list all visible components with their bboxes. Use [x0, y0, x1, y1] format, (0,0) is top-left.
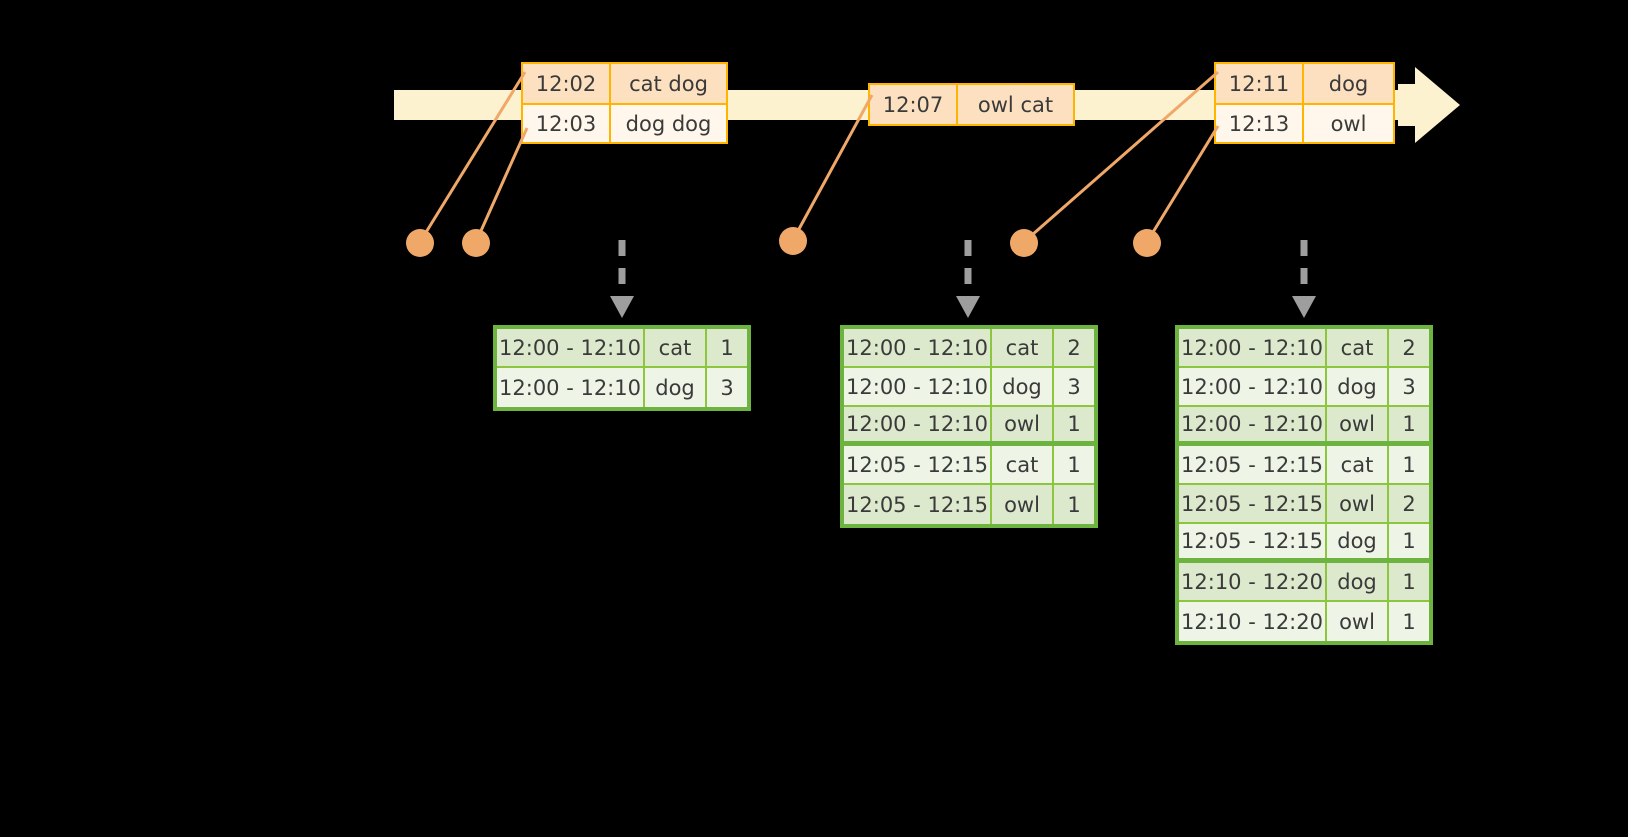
cell-count: 2 [1402, 335, 1416, 360]
cell-window: 12:00 - 12:10 [1179, 368, 1327, 405]
table-row: 12:00 - 12:10 cat 2 [1179, 329, 1429, 368]
connector-dot-1 [406, 229, 434, 257]
event-time: 12:13 [1216, 105, 1304, 142]
cell-window: 12:05 - 12:15 [1179, 524, 1327, 558]
event-time: 12:03 [523, 105, 611, 142]
table-row: 12:05 - 12:15 cat 1 [844, 446, 1094, 485]
cell-key: cat [1327, 446, 1389, 483]
cell-count: 1 [1402, 529, 1416, 553]
table-row: 12:05 - 12:15 owl 2 [1179, 485, 1429, 524]
table-row: 12:05 - 12:15 owl 1 [844, 485, 1094, 524]
dashed-arrow-head-icon-2 [956, 296, 980, 318]
event-time: 12:02 [523, 64, 611, 103]
cell-count: 2 [1402, 491, 1416, 516]
cell-count: 1 [1067, 492, 1081, 517]
cell-count: 1 [1402, 609, 1416, 634]
cell-key: cat [992, 329, 1054, 366]
cell-count: 1 [1067, 412, 1081, 436]
table-row: 12:00 - 12:10 dog 3 [1179, 368, 1429, 407]
cell-window: 12:10 - 12:20 [1179, 563, 1327, 600]
event-time: 12:07 [870, 85, 958, 124]
cell-window: 12:00 - 12:10 [497, 368, 645, 407]
timeline-arrow-head-icon [1415, 67, 1460, 143]
cell-key: owl [992, 407, 1054, 441]
event-box-3[interactable]: 12:11 dog 12:13 owl [1214, 62, 1395, 144]
event-box-2[interactable]: 12:07 owl cat [868, 83, 1075, 126]
cell-window: 12:00 - 12:10 [844, 407, 992, 441]
connector-line-2 [474, 127, 529, 243]
event-row: 12:07 owl cat [870, 85, 1073, 124]
cell-count: 3 [1402, 374, 1416, 399]
table-row: 12:10 - 12:20 owl 1 [1179, 602, 1429, 641]
event-value: dog dog [625, 111, 712, 136]
cell-key: dog [1327, 368, 1389, 405]
cell-window: 12:00 - 12:10 [497, 329, 645, 366]
cell-key: dog [992, 368, 1054, 405]
table-row: 12:00 - 12:10 owl 1 [844, 407, 1094, 446]
cell-window: 12:05 - 12:15 [844, 485, 992, 524]
connector-dots [406, 227, 1161, 257]
cell-window: 12:05 - 12:15 [1179, 485, 1327, 522]
cell-key: dog [1327, 563, 1389, 600]
dashed-arrow-heads [610, 296, 1316, 318]
event-row: 12:03 dog dog [523, 103, 726, 142]
cell-count: 1 [1067, 452, 1081, 477]
window-count-table-2[interactable]: 12:00 - 12:10 cat 2 12:00 - 12:10 dog 3 … [840, 325, 1098, 528]
table-row: 12:10 - 12:20 dog 1 [1179, 563, 1429, 602]
window-count-table-1[interactable]: 12:00 - 12:10 cat 1 12:00 - 12:10 dog 3 [493, 325, 751, 411]
cell-count: 1 [720, 335, 734, 360]
event-row: 12:02 cat dog [523, 64, 726, 103]
cell-window: 12:00 - 12:10 [1179, 329, 1327, 366]
event-value: owl cat [977, 92, 1054, 117]
cell-key: dog [645, 368, 707, 407]
table-row: 12:00 - 12:10 cat 2 [844, 329, 1094, 368]
event-value: owl [1330, 111, 1367, 136]
cell-window: 12:00 - 12:10 [844, 368, 992, 405]
table-row: 12:05 - 12:15 cat 1 [1179, 446, 1429, 485]
cell-count: 1 [1402, 569, 1416, 594]
cell-key: owl [1327, 602, 1389, 641]
table-row: 12:00 - 12:10 dog 3 [844, 368, 1094, 407]
cell-window: 12:10 - 12:20 [1179, 602, 1327, 641]
connector-dot-3 [779, 227, 807, 255]
cell-key: owl [1327, 407, 1389, 441]
event-row: 12:13 owl [1216, 103, 1393, 142]
cell-window: 12:00 - 12:10 [844, 329, 992, 366]
window-count-table-3[interactable]: 12:00 - 12:10 cat 2 12:00 - 12:10 dog 3 … [1175, 325, 1433, 645]
table-row: 12:00 - 12:10 dog 3 [497, 368, 747, 407]
connector-dot-4 [1010, 229, 1038, 257]
cell-key: cat [645, 329, 707, 366]
table-row: 12:00 - 12:10 owl 1 [1179, 407, 1429, 446]
event-value: cat dog [629, 71, 708, 96]
connector-line-5 [1145, 125, 1220, 243]
table-row: 12:00 - 12:10 cat 1 [497, 329, 747, 368]
dashed-arrow-head-icon-3 [1292, 296, 1316, 318]
cell-key: dog [1327, 524, 1389, 558]
cell-key: cat [992, 446, 1054, 483]
cell-count: 1 [1402, 412, 1416, 436]
connector-dot-2 [462, 229, 490, 257]
cell-count: 3 [1067, 374, 1081, 399]
cell-key: owl [1327, 485, 1389, 522]
cell-count: 2 [1067, 335, 1081, 360]
cell-key: cat [1327, 329, 1389, 366]
cell-key: owl [992, 485, 1054, 524]
event-value: dog [1328, 71, 1369, 96]
cell-count: 3 [720, 375, 734, 400]
cell-window: 12:00 - 12:10 [1179, 407, 1327, 441]
table-row: 12:05 - 12:15 dog 1 [1179, 524, 1429, 563]
cell-window: 12:05 - 12:15 [1179, 446, 1327, 483]
event-row: 12:11 dog [1216, 64, 1393, 103]
cell-window: 12:05 - 12:15 [844, 446, 992, 483]
dashed-arrow-head-icon-1 [610, 296, 634, 318]
connector-dot-5 [1133, 229, 1161, 257]
event-time: 12:11 [1216, 64, 1304, 103]
event-box-1[interactable]: 12:02 cat dog 12:03 dog dog [521, 62, 728, 144]
cell-count: 1 [1402, 452, 1416, 477]
